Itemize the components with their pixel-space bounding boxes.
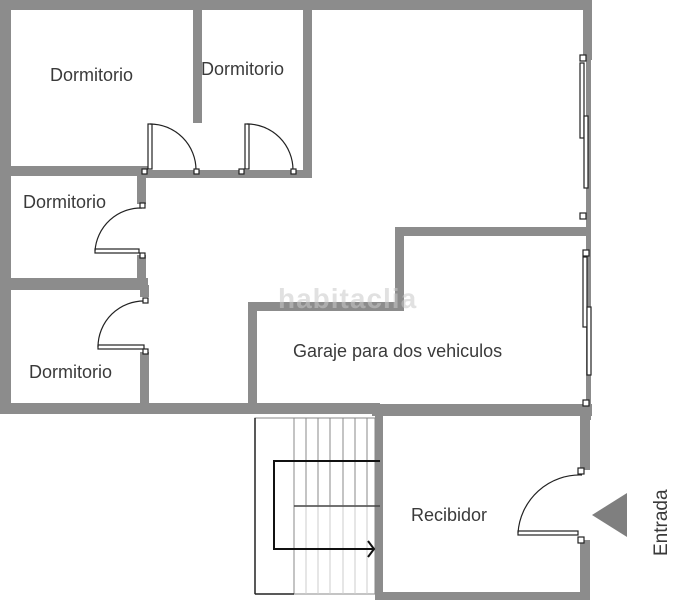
staircase — [254, 417, 380, 595]
room-label-dormitorio-2: Dormitorio — [201, 59, 285, 79]
door-dormitorio-1 — [141, 123, 200, 175]
door-dormitorio-2 — [238, 123, 297, 175]
room-label-dormitorio-3: Dormitorio — [23, 192, 107, 212]
watermark: habitaclia — [278, 283, 418, 314]
room-label-dormitorio-1: Dormitorio — [50, 65, 134, 85]
door-dormitorio-4 — [97, 297, 149, 355]
triangle-arrow-icon — [592, 493, 627, 537]
room-label-recibidor: Recibidor — [411, 505, 488, 525]
room-label-garaje: Garaje para dos vehiculos — [293, 341, 503, 361]
room-label-dormitorio-4: Dormitorio — [29, 362, 113, 382]
door-entrada — [517, 467, 585, 544]
walls — [0, 0, 592, 600]
stair-direction-arrow-icon — [273, 460, 380, 558]
doors — [94, 54, 592, 544]
sliding-door-lower — [582, 249, 592, 407]
door-dormitorio-3 — [94, 202, 146, 259]
sliding-door-upper — [579, 54, 589, 220]
entrance-label: Entrada — [651, 489, 672, 556]
